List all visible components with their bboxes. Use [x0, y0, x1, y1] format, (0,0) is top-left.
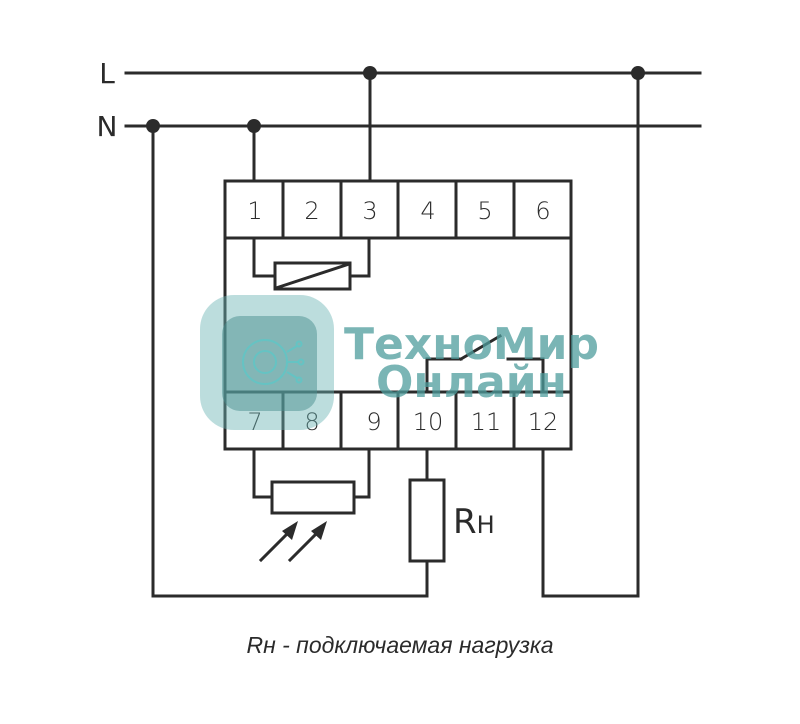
relay-coil-icon [252, 236, 371, 291]
watermark-text-line2: Онлайн [376, 357, 567, 408]
terminal-2: 2 [304, 197, 319, 225]
terminal-1: 1 [247, 197, 262, 225]
load-label: RН [453, 502, 495, 542]
terminal-5: 5 [477, 197, 492, 225]
terminal-12: 12 [528, 408, 559, 436]
terminal-3: 3 [362, 197, 377, 225]
neutral-label: N [97, 110, 118, 143]
terminal-4: 4 [420, 197, 435, 225]
terminal-9: 9 [366, 408, 381, 436]
caption: Rн - подключаемая нагрузка [246, 632, 554, 658]
watermark-text-line1: ТехноМир [344, 319, 599, 370]
watermark: ТехноМир Онлайн [200, 295, 599, 430]
junction-dot-l-3 [363, 66, 377, 80]
terminal-8: 8 [304, 408, 319, 436]
photoresistor-icon [252, 447, 371, 563]
top-terminal-block: 1 2 3 4 5 6 [223, 179, 573, 240]
junction-dot-n-load [146, 119, 160, 133]
neutral-to-load-wire [151, 124, 429, 598]
terminal-6: 6 [535, 197, 550, 225]
terminal-11: 11 [471, 408, 502, 436]
terminal-7: 7 [247, 408, 262, 436]
load-resistor-icon [408, 447, 446, 563]
junction-dot-l-12 [631, 66, 645, 80]
phase-label: L [99, 57, 115, 90]
watermark-logo-inner [222, 316, 317, 411]
light-arrows-icon [258, 521, 327, 563]
terminal-10: 10 [413, 408, 444, 436]
phase-to-terminal-12-wire [541, 71, 640, 598]
junction-dot-n-1 [247, 119, 261, 133]
gear-icon [242, 339, 305, 385]
relay-contact-icon [425, 333, 545, 394]
